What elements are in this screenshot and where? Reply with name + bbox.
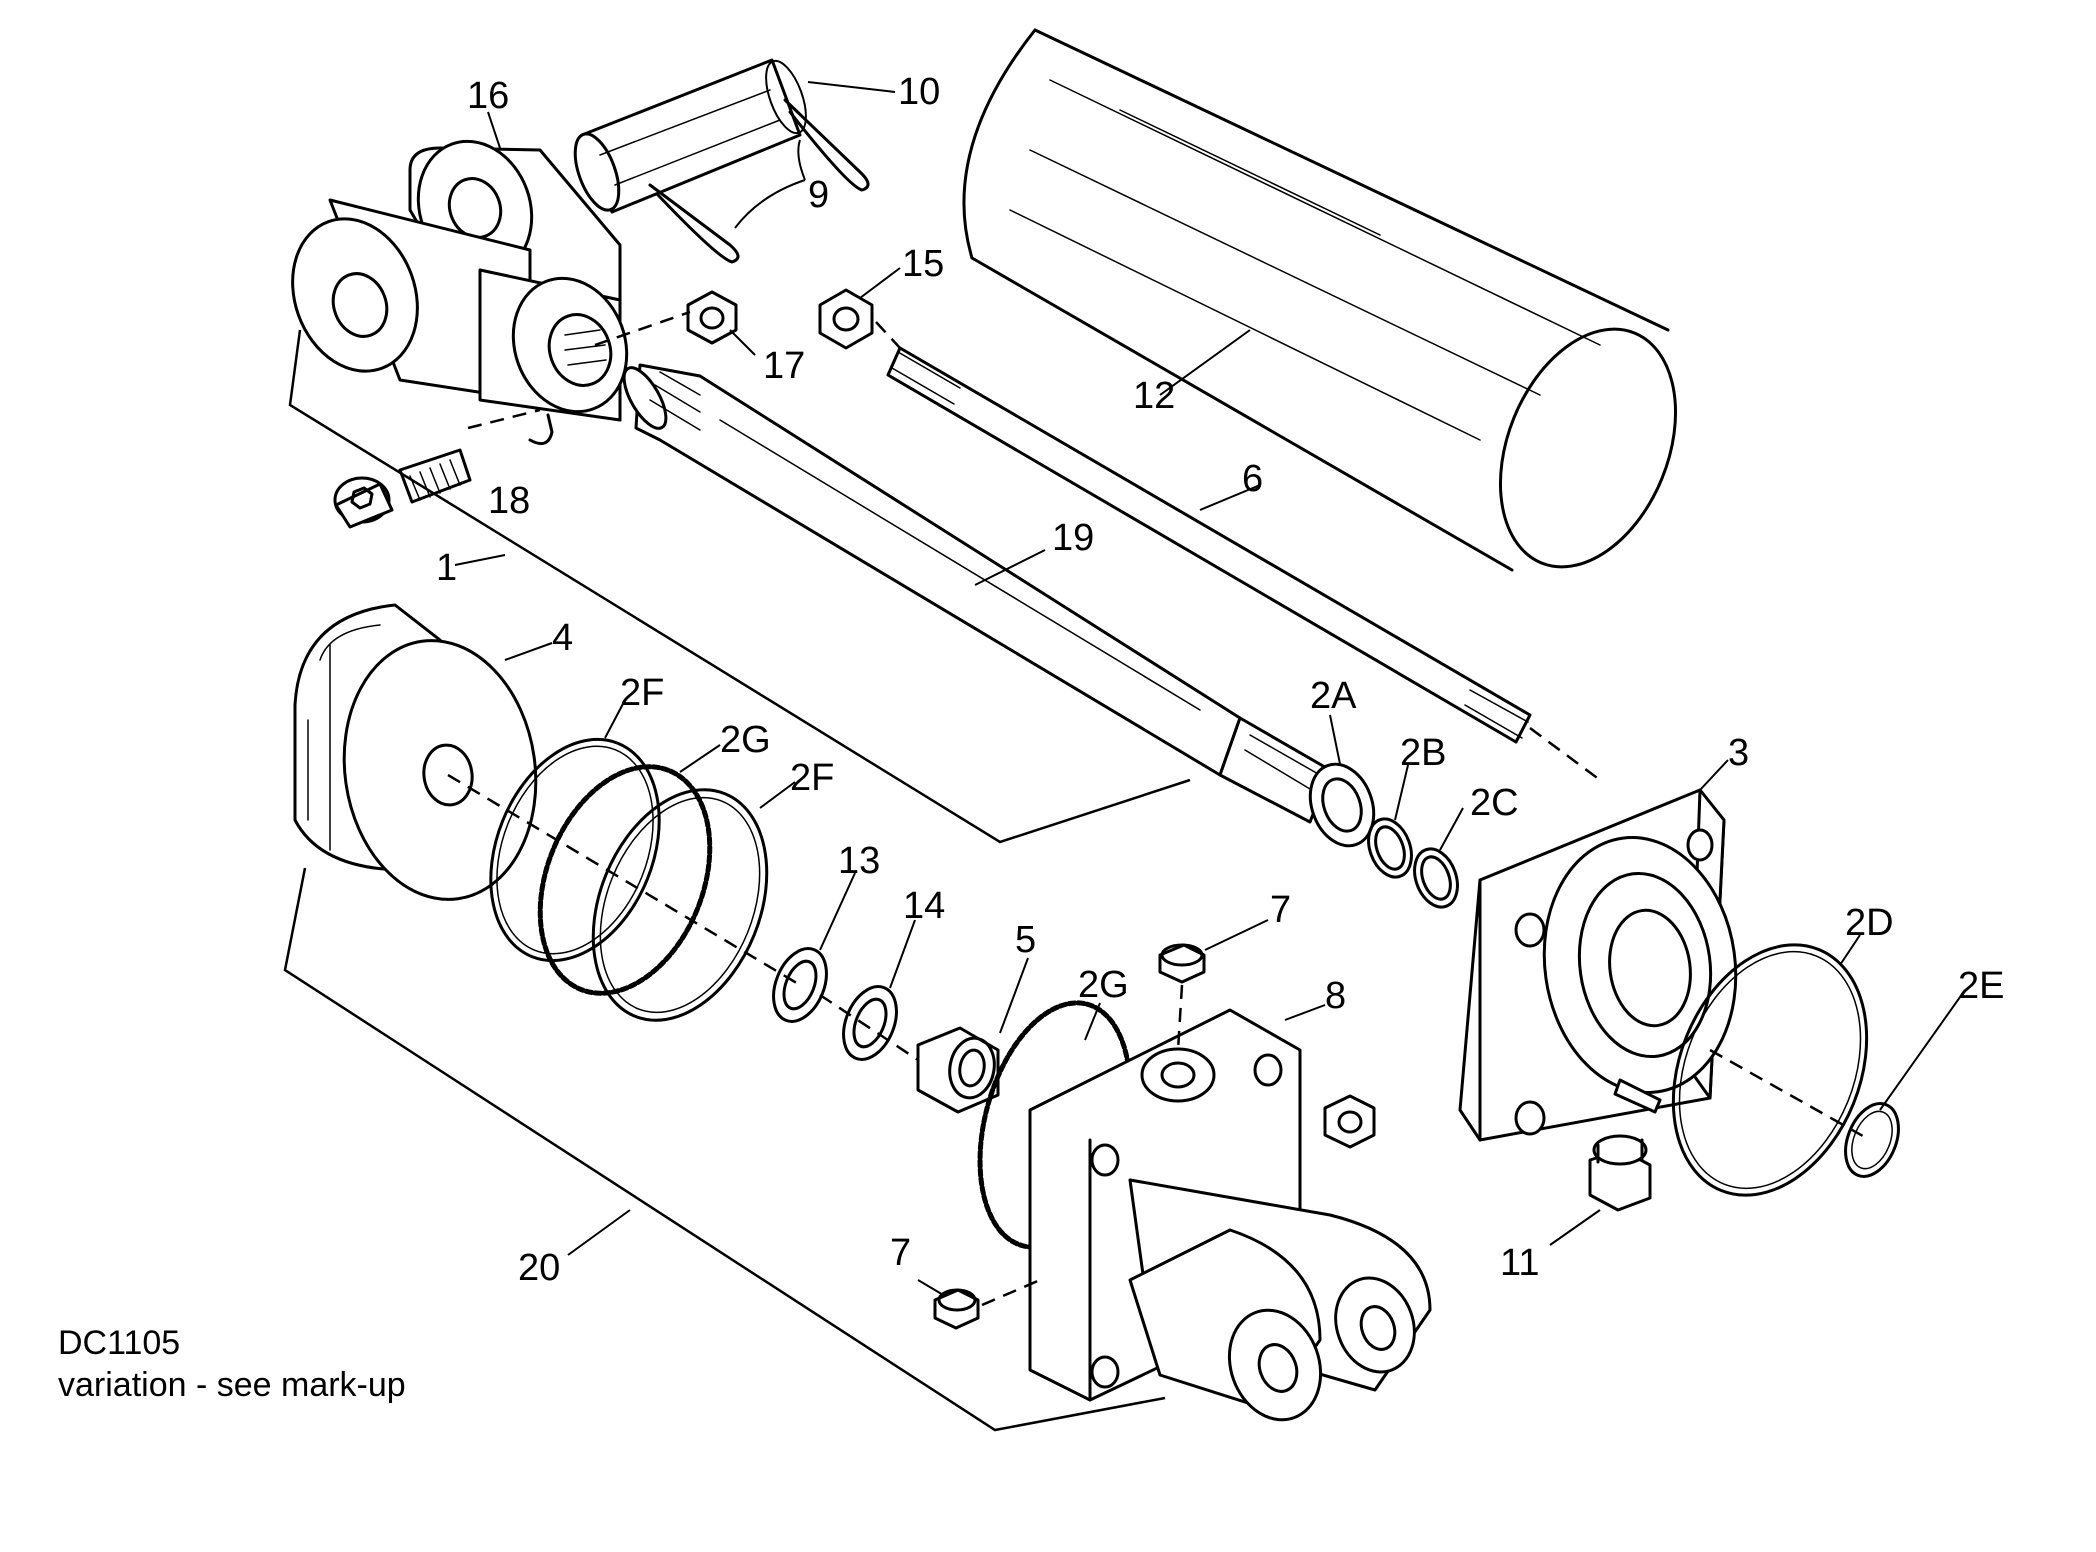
callout-2f-b: 2F <box>790 757 834 799</box>
centerline-piston <box>447 773 919 1062</box>
callout-19: 19 <box>1052 517 1094 559</box>
callout-4: 4 <box>552 617 573 659</box>
centerline-head <box>1709 1048 1871 1142</box>
rear-cap <box>1028 1008 1432 1422</box>
centerline-port7-bottom <box>981 1278 1041 1307</box>
leader-lines <box>454 81 1966 1297</box>
callout-2g-a: 2G <box>720 719 771 761</box>
port-plug-11 <box>1588 1134 1652 1212</box>
head-seal-2d <box>1671 943 1869 1197</box>
centerline-screw <box>467 408 541 430</box>
piston-nut-5 <box>916 1026 1000 1114</box>
drawing-id: DC1105 <box>58 1324 181 1362</box>
centerlines <box>447 310 1871 1307</box>
callout-2a: 2A <box>1310 675 1357 717</box>
callout-1: 1 <box>436 547 457 589</box>
drawing-note: variation - see mark-up <box>58 1366 406 1404</box>
piston-seal-2g-a <box>537 764 713 996</box>
rear-clevis <box>291 139 629 446</box>
callout-15: 15 <box>902 243 944 285</box>
rod-seal-2c <box>1413 847 1459 909</box>
centerline-port7-top <box>1176 984 1184 1051</box>
callout-18: 18 <box>488 480 530 522</box>
callout-2c: 2C <box>1470 782 1519 824</box>
callout-9: 9 <box>808 174 829 216</box>
callout-5: 5 <box>1015 919 1036 961</box>
callout-16: 16 <box>467 75 509 117</box>
clevis-pin <box>573 58 807 214</box>
piston-rod <box>622 363 1332 824</box>
hex-nut-17 <box>686 290 738 345</box>
bracket-20 <box>283 867 1166 1432</box>
washer-13 <box>772 947 828 1023</box>
callout-2b: 2B <box>1400 732 1446 774</box>
callout-2g-b: 2G <box>1078 964 1129 1006</box>
callout-8: 8 <box>1325 975 1346 1017</box>
piston <box>293 603 538 901</box>
callout-13: 13 <box>838 840 880 882</box>
piston-seal-2f-b <box>591 788 769 1022</box>
callout-2e: 2E <box>1958 965 2004 1007</box>
callout-11: 11 <box>1500 1242 1539 1284</box>
bracket-1 <box>288 329 1191 844</box>
callout-12: 12 <box>1133 375 1175 417</box>
callout-6: 6 <box>1242 458 1263 500</box>
callout-17: 17 <box>763 345 805 387</box>
port-plug-7-bottom <box>933 1288 980 1330</box>
piston-seal-2f-a <box>489 737 661 963</box>
cotter-pins <box>648 98 870 264</box>
callout-10: 10 <box>898 71 940 113</box>
centerline-nut15 <box>875 321 901 349</box>
head-seal-2e <box>1844 1102 1900 1178</box>
barrel-tube <box>962 28 1678 572</box>
cap-screw <box>333 448 472 529</box>
callouts: 16 10 9 15 17 12 6 18 19 1 4 2F 2G 2F 2A… <box>436 71 2004 1289</box>
assembly-brackets <box>283 329 1191 1432</box>
tie-rod <box>886 346 1532 744</box>
front-head <box>1458 788 1738 1142</box>
centerline-tierod <box>1529 726 1601 782</box>
hex-nut-15 <box>818 288 874 350</box>
hex-nut-tie-rod <box>1323 1094 1376 1149</box>
callout-2d: 2D <box>1845 902 1894 944</box>
callout-14: 14 <box>903 885 945 927</box>
rod-seal-2a <box>1308 762 1376 848</box>
callout-3: 3 <box>1728 732 1749 774</box>
callout-7-bottom: 7 <box>890 1232 911 1274</box>
centerline-nut17 <box>594 310 691 347</box>
rod-seal-2b <box>1367 817 1413 879</box>
callout-2f-a: 2F <box>620 672 664 714</box>
callout-7-top: 7 <box>1270 889 1291 931</box>
port-plug-7-top <box>1158 943 1206 984</box>
callout-20: 20 <box>518 1247 560 1289</box>
washer-14 <box>842 985 898 1061</box>
